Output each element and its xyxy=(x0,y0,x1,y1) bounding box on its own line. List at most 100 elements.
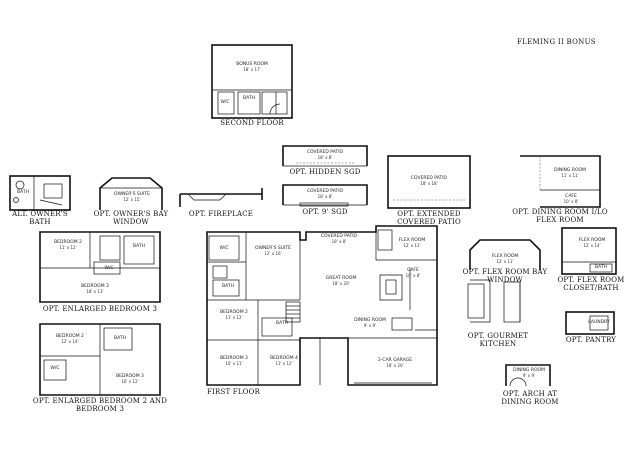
room-bath2: BATH xyxy=(238,96,260,101)
room-bath1-name: BATH xyxy=(222,284,234,289)
caption-fireplace: OPT. FIREPLACE xyxy=(188,210,254,218)
room-bonus-name: BONUS ROOM xyxy=(236,62,268,67)
room-pantry: LAUNDRY xyxy=(588,320,610,325)
room-e3-bath: BATH xyxy=(126,244,152,249)
gourmet-plan xyxy=(467,279,521,323)
room-ext-patio-name: COVERED PATIO xyxy=(410,176,448,181)
room-e3-bed3-dim: 18' x 13' xyxy=(86,289,104,294)
room-nine-patio-dim: 18' x 8' xyxy=(317,194,333,199)
caption-nine-sgd: OPT. 9' SGD xyxy=(302,208,348,216)
caption-first-floor: FIRST FLOOR xyxy=(207,388,261,396)
room-dining-opt-name: DINING ROOM xyxy=(554,168,586,173)
room-dining-dim: 9' x 9' xyxy=(363,323,377,328)
room-bed3-name: BEDROOM 3 xyxy=(220,356,248,361)
room-e23-bath-name: BATH xyxy=(114,336,126,341)
flex-bay-plan xyxy=(469,239,541,270)
caption-flex-closet: OPT. FLEX ROOM CLOSET/BATH xyxy=(557,276,625,292)
room-flex-bay-dim: 12' x 11' xyxy=(496,259,514,264)
room-e3-bath-name: BATH xyxy=(133,244,145,249)
caption-extended-patio: OPT. EXTENDED COVERED PATIO xyxy=(397,210,461,226)
flex-closet-plan xyxy=(561,227,617,275)
room-great-name: GREAT ROOM xyxy=(325,276,357,281)
owners-bay-plan xyxy=(99,177,163,210)
room-flex-closet-bath-name: BATH xyxy=(595,265,607,270)
caption-second-floor: SECOND FLOOR xyxy=(220,119,284,127)
room-bath-m-name: BATH xyxy=(276,321,288,326)
room-garage-dim: 18' x 20' xyxy=(386,363,404,368)
room-wic1-name: W/C xyxy=(219,246,229,251)
room-cafe-name: CAFE xyxy=(407,268,419,273)
room-alt-bath-name: BATH xyxy=(17,190,29,195)
room-patio1-name: COVERED PATIO xyxy=(320,234,358,239)
room-e3-wic-name: W/C xyxy=(104,266,114,271)
room-patio1-dim: 18' x 8' xyxy=(331,239,347,244)
room-e3-wic: W/C xyxy=(100,266,118,271)
arch-dining-plan xyxy=(505,364,551,387)
room-flex-name: FLEX ROOM xyxy=(398,238,426,243)
room-e3-bed2-name: BEDROOM 2 xyxy=(54,240,82,245)
room-flex-closet-dim: 12' x 14' xyxy=(583,243,601,248)
room-flex-closet-name: FLEX ROOM xyxy=(578,238,606,243)
hidden-sgd-plan xyxy=(282,145,368,167)
caption-pantry: OPT. PANTRY xyxy=(565,336,617,344)
room-bed4-name: BEDROOM 4 xyxy=(270,356,298,361)
room-arch-dining-dim: 9' x 9' xyxy=(522,373,536,378)
enlarged-bed23-plan xyxy=(39,323,161,396)
room-e3-bed2-dim: 11' x 12' xyxy=(59,245,77,250)
room-arch-dining-name: DINING ROOM xyxy=(513,368,545,373)
caption-flex-bay: OPT. FLEX ROOM BAY WINDOW xyxy=(462,268,548,284)
room-owners-name: OWNER'S SUITE xyxy=(255,246,291,251)
second-floor-plan xyxy=(211,44,293,119)
room-e23-wic-name: W/C xyxy=(50,366,60,371)
room-cafe-opt-name: CAFE xyxy=(565,194,577,199)
room-e23-bed3-name: BEDROOM 3 xyxy=(116,374,144,379)
extended-patio-plan xyxy=(387,155,471,209)
room-cafe-opt-dim: 10' x 8' xyxy=(563,199,579,204)
room-owners-bay-name: OWNER'S SUITE xyxy=(114,192,150,197)
fireplace-plan xyxy=(179,188,263,207)
room-bath1: BATH xyxy=(218,284,238,289)
caption-enlarged-bed23: OPT. ENLARGED BEDROOM 2 AND BEDROOM 3 xyxy=(32,397,168,413)
room-bath2-name: BATH xyxy=(243,96,255,101)
room-flex-closet-bath: BATH xyxy=(592,265,610,270)
room-alt-bath: BATH xyxy=(14,190,32,195)
room-bed2-dim: 11' x 12' xyxy=(225,315,243,320)
plan-title: FLEMING II BONUS xyxy=(517,38,596,46)
room-great-dim: 18' x 20' xyxy=(332,281,350,286)
room-bed3-dim: 10' x 11' xyxy=(225,361,243,366)
room-flex-bay-name: FLEX ROOM xyxy=(491,254,519,259)
room-owners-dim: 12' x 16' xyxy=(264,251,282,256)
pantry-plan xyxy=(565,311,615,335)
room-wic2: W/C xyxy=(216,100,234,105)
caption-alt-owners-bath: ALT. OWNER'S BATH xyxy=(12,210,68,226)
room-cafe-dim: 10' x 8' xyxy=(405,273,421,278)
room-dining-name: DINING ROOM xyxy=(354,318,386,323)
room-bed2-name: BEDROOM 2 xyxy=(220,310,248,315)
room-pantry-name: LAUNDRY xyxy=(588,320,610,325)
room-wic1: W/C xyxy=(210,246,238,251)
room-wic2-name: W/C xyxy=(220,100,230,105)
caption-owners-bay: OPT. OWNER'S BAY WINDOW xyxy=(93,210,169,226)
room-hidden-patio-name: COVERED PATIO xyxy=(306,150,344,155)
room-dining-opt-dim: 11' x 11' xyxy=(561,173,579,178)
room-e23-bed2-name: BEDROOM 2 xyxy=(56,334,84,339)
room-ext-patio-dim: 18' x 18' xyxy=(420,181,438,186)
room-e3-bed3-name: BEDROOM 3 xyxy=(81,284,109,289)
